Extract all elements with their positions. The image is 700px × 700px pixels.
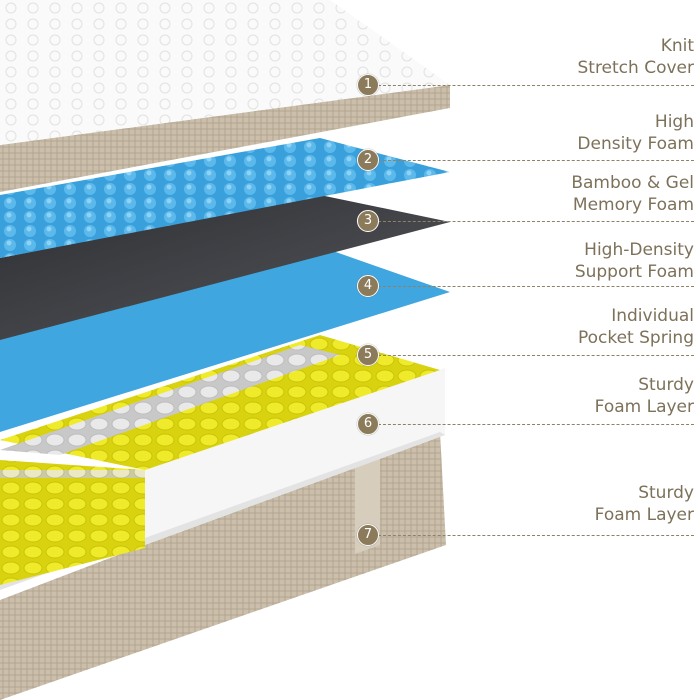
layer-6-badge: 6 — [357, 413, 379, 435]
layer-1-badge: 1 — [357, 74, 379, 96]
layer-4-leader-line — [378, 286, 694, 287]
pocket-spring-layer — [0, 335, 440, 585]
layer-1-leader-line — [378, 85, 694, 86]
layer-7-badge: 7 — [357, 524, 379, 546]
layer-3-leader-line — [378, 221, 694, 222]
layer-4-badge: 4 — [357, 275, 379, 297]
layer-2-leader-line — [378, 160, 694, 161]
support-foam-layer — [0, 250, 450, 432]
layer-2-badge: 2 — [357, 149, 379, 171]
layer-5-leader-line — [378, 355, 694, 356]
layer-3-badge: 3 — [357, 210, 379, 232]
layer-5-badge: 5 — [357, 344, 379, 366]
memory-foam-layer — [0, 195, 450, 340]
layer-6-leader-line — [378, 424, 694, 425]
knit-cover-layer — [0, 0, 450, 192]
egg-crate-foam-layer — [0, 138, 450, 258]
layer-7-leader-line — [378, 535, 694, 536]
